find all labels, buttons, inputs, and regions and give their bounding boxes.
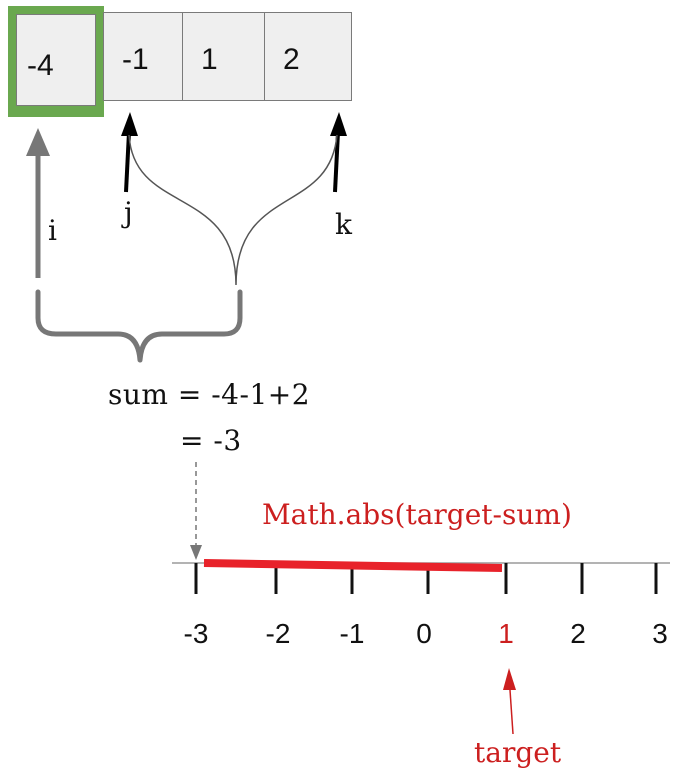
tick-label-target: 1	[498, 618, 514, 649]
tick-label: 3	[652, 618, 668, 649]
target-label: target	[474, 736, 562, 769]
jk-join-curve	[128, 134, 338, 286]
array-cell-3: 2	[264, 12, 352, 101]
pointer-i-label: i	[48, 214, 57, 247]
sum-equation-line1: sum = -4-1+2	[108, 378, 311, 411]
target-arrow	[503, 668, 516, 735]
tick-label: 0	[416, 618, 432, 649]
array-cell-0-box: -4	[16, 14, 96, 106]
array-cell-2: 1	[182, 12, 265, 101]
pointer-j-label: j	[124, 196, 133, 229]
sum-to-line-arrow	[190, 462, 202, 560]
tick-label: -3	[183, 618, 209, 649]
distance-label: Math.abs(target-sum)	[262, 498, 572, 531]
pointer-i-arrow	[26, 128, 50, 278]
array-cell-3-value: 2	[283, 43, 300, 76]
pointer-k-label: k	[335, 208, 352, 241]
array-cell-2-value: 1	[201, 43, 218, 76]
pointer-k-arrow	[330, 112, 347, 193]
array-cell-1-value: -1	[122, 43, 149, 76]
tick-label: -1	[339, 618, 365, 649]
sum-brace	[35, 289, 243, 363]
tick-label: 2	[570, 618, 586, 649]
array-cell-0-value: -4	[27, 49, 54, 82]
pointer-j-arrow	[121, 112, 138, 193]
array-cell-0: -4	[8, 6, 104, 117]
tick-label: -2	[265, 618, 291, 649]
sum-equation-line2: = -3	[180, 424, 242, 457]
distance-segment	[203, 559, 503, 572]
